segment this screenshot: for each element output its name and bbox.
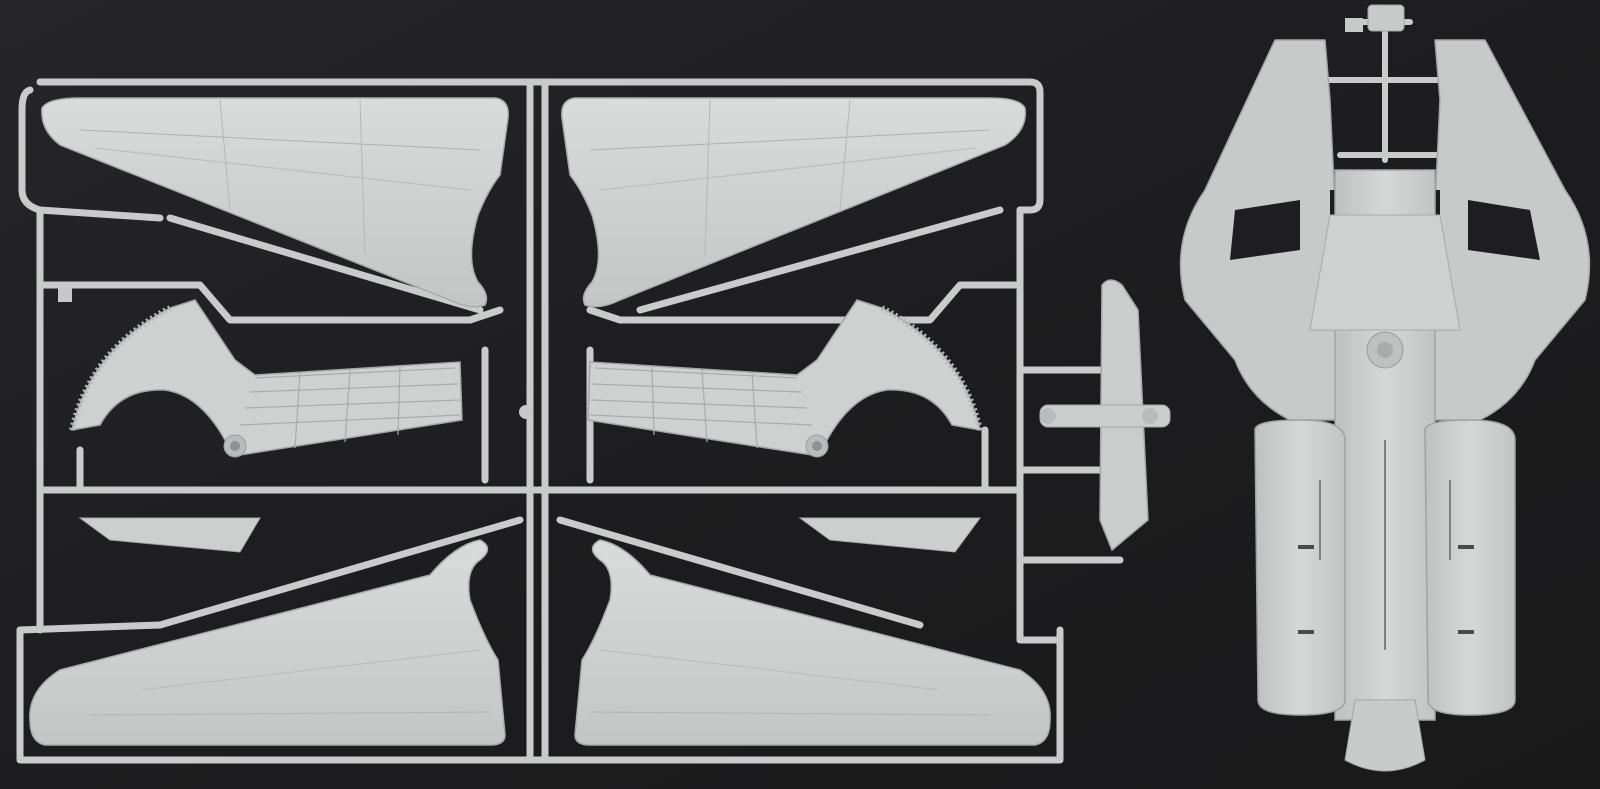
- wing-lower-left: [29, 539, 506, 746]
- wing-lower-right: [574, 539, 1051, 746]
- cross-part: [1039, 404, 1171, 428]
- sprue-frame-left: [16, 78, 1124, 764]
- flap-right: [587, 299, 983, 458]
- wing-upper-left: [41, 97, 509, 308]
- sprue-tag: [519, 405, 533, 419]
- flap-left: [69, 299, 463, 458]
- strake-right: [798, 517, 981, 553]
- sprue-tag: [58, 288, 72, 302]
- strake-left: [78, 517, 261, 553]
- fuselage-part: [1179, 4, 1591, 772]
- wing-upper-right: [561, 97, 1027, 308]
